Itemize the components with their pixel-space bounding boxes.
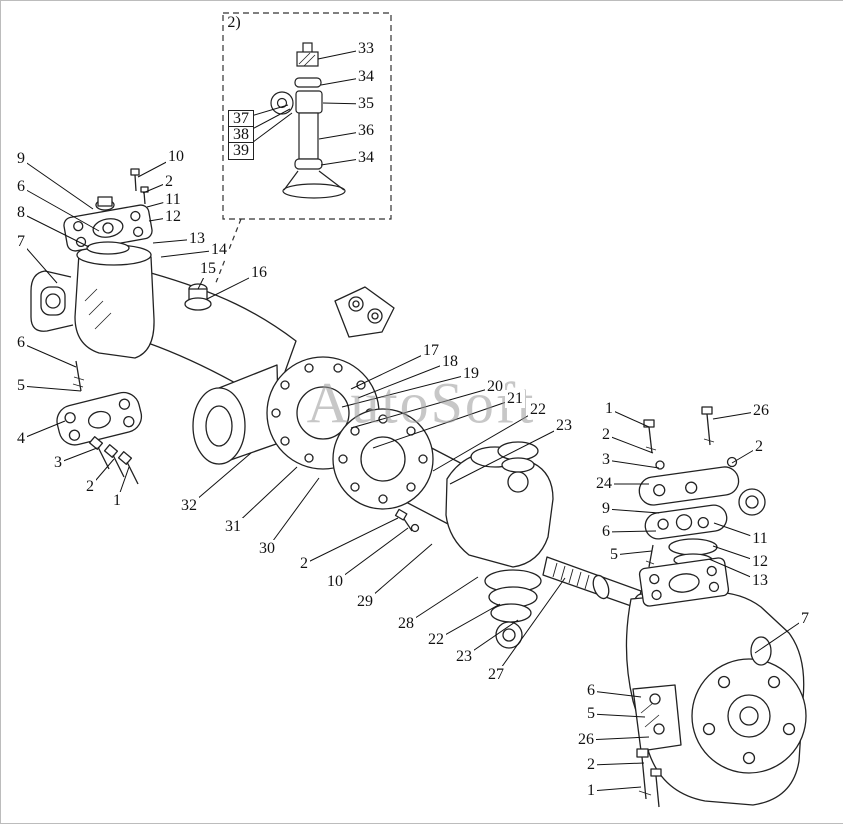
- left-steering-arm: [56, 391, 143, 446]
- mid-knuckle-housing: [445, 441, 554, 568]
- flange-right: [332, 408, 434, 510]
- mid-pin: [394, 508, 420, 533]
- breather-plug: [97, 196, 113, 207]
- left-stud: [72, 360, 85, 392]
- leader-lines: [20, 48, 806, 792]
- left-top-bolts: [130, 168, 149, 205]
- steering-lever-lower: [644, 504, 728, 540]
- inset-kingpin-drawing: [270, 42, 346, 199]
- diff-drum: [192, 364, 280, 465]
- left-knuckle: [30, 244, 155, 359]
- right-knuckle: [625, 557, 807, 806]
- right-bottom-bolts: [636, 748, 662, 808]
- bearing-stack: [484, 569, 542, 649]
- steering-lever-upper: [638, 466, 740, 506]
- inset-box: [214, 12, 392, 286]
- spring-bracket: [334, 286, 395, 338]
- shim-ring: [86, 241, 130, 255]
- right-top-bolts: [643, 406, 738, 470]
- left-bolts: [88, 436, 139, 485]
- axle-assembly: [30, 168, 807, 808]
